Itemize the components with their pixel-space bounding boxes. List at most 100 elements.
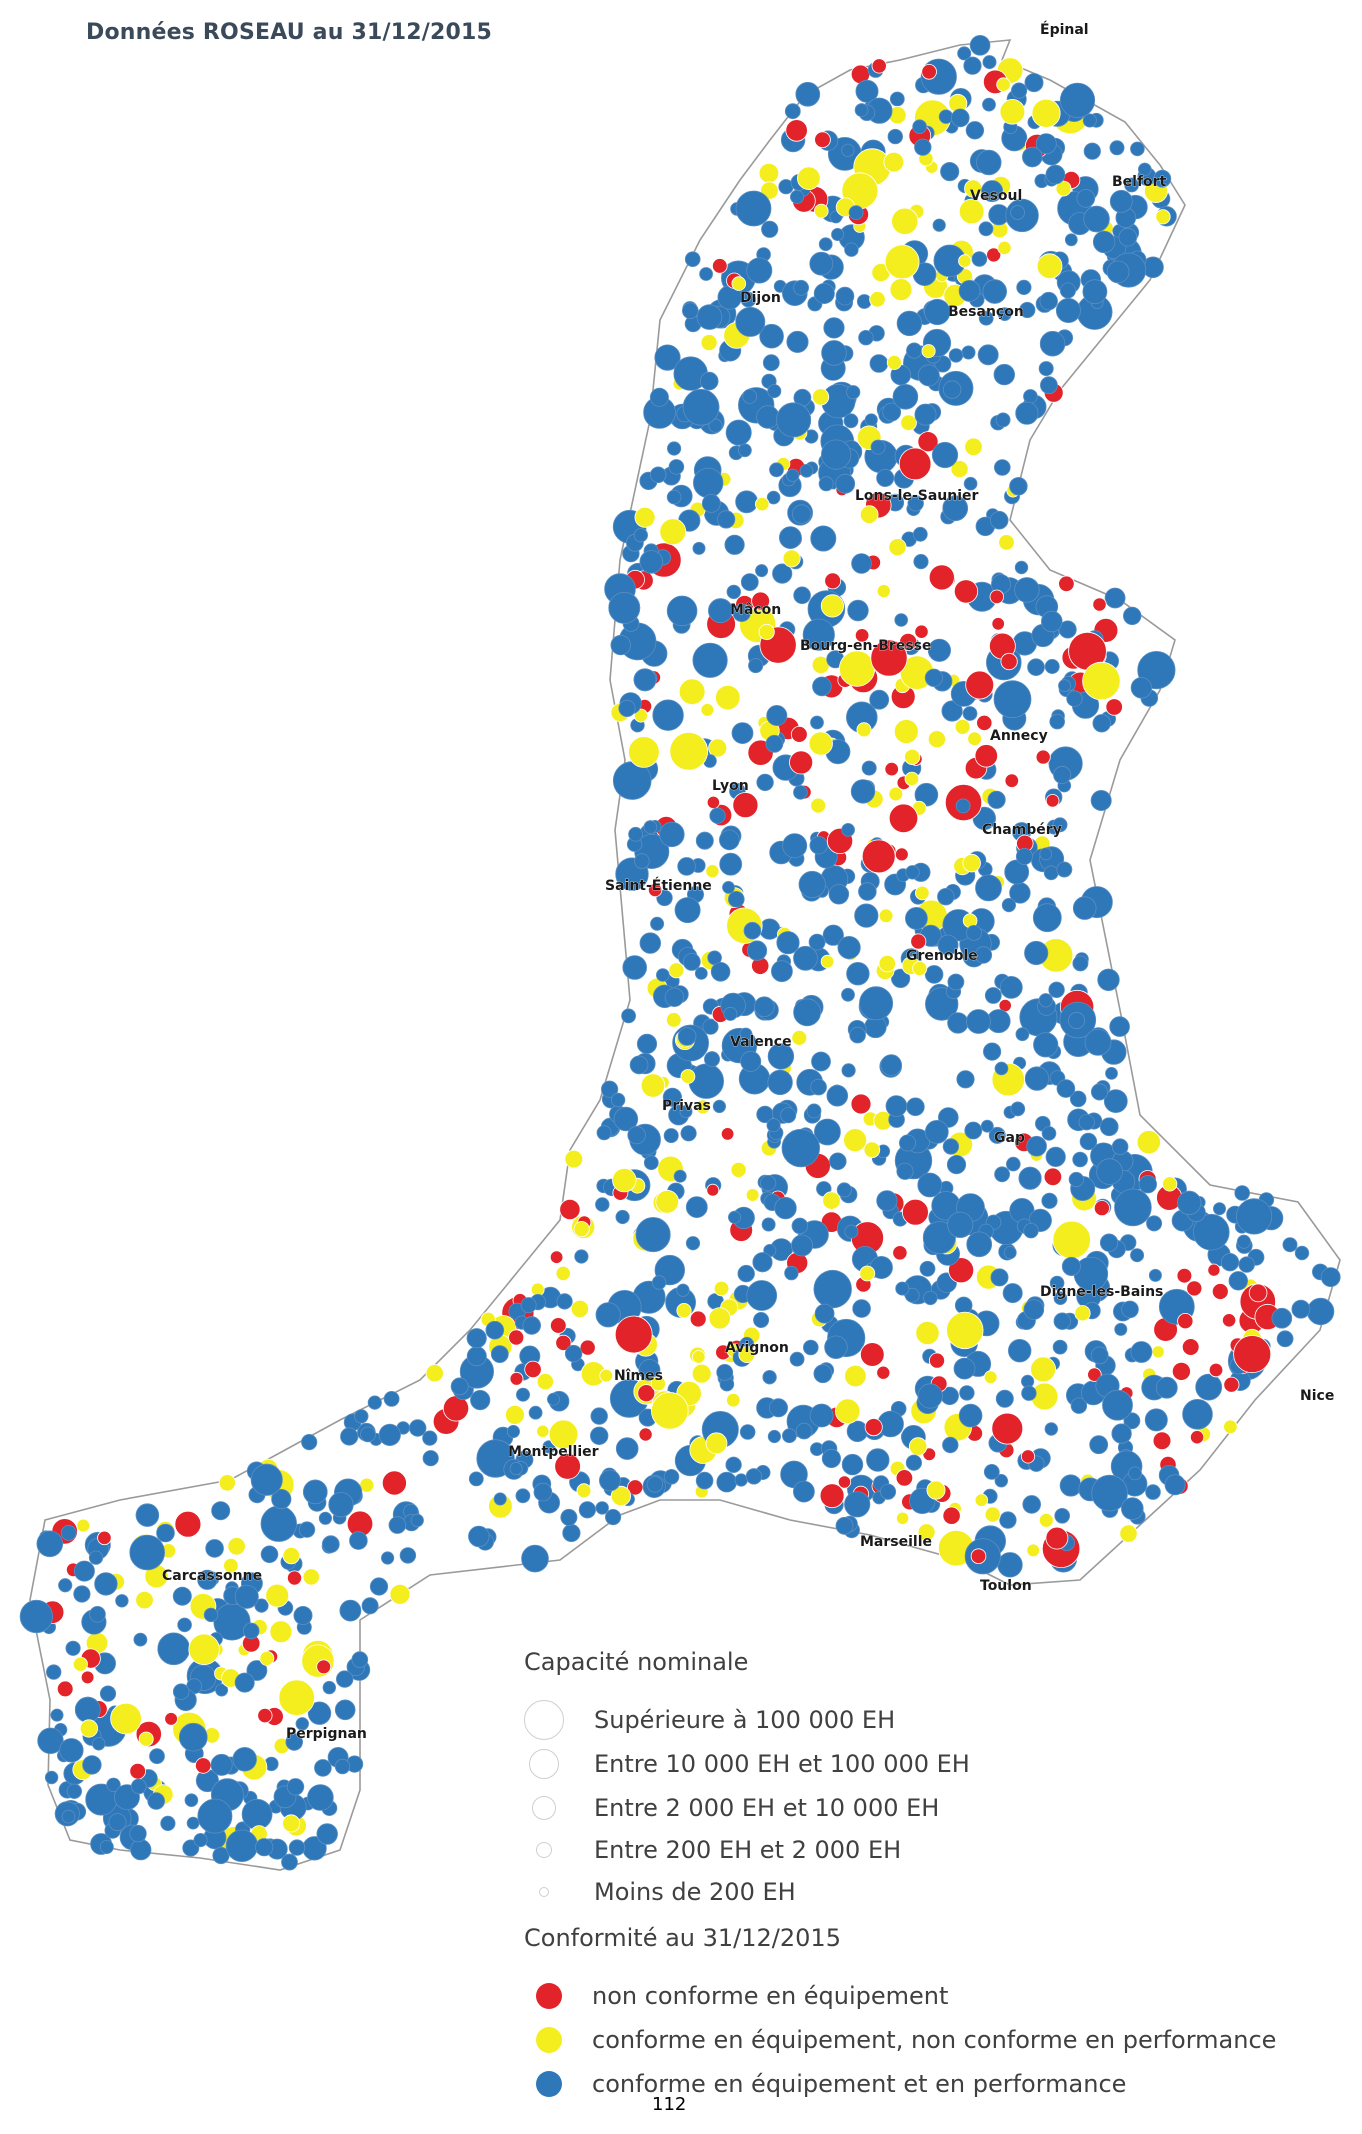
blue-dot-icon (536, 2071, 562, 2097)
plant-point (888, 538, 907, 557)
plant-point (1039, 291, 1058, 311)
plant-point (896, 310, 923, 337)
plant-point (996, 77, 1011, 92)
plant-point (912, 961, 928, 977)
plant-point (1058, 575, 1075, 593)
plant-point (271, 1489, 292, 1510)
plant-point (1003, 1246, 1017, 1260)
plant-point (60, 1525, 77, 1541)
city-label: Nice (1300, 1388, 1334, 1404)
plant-point (676, 1283, 690, 1297)
plant-point (696, 304, 723, 330)
plant-point (932, 218, 946, 232)
plant-point (286, 1778, 305, 1796)
plant-point (677, 857, 696, 876)
plant-point (282, 1814, 301, 1833)
plant-point (505, 1405, 525, 1425)
plant-point (322, 1680, 337, 1695)
plant-point (515, 1488, 531, 1504)
plant-point (61, 1809, 76, 1824)
plant-point (133, 1632, 148, 1647)
plant-point (1068, 1011, 1086, 1030)
plant-point (962, 853, 981, 873)
plant-point (782, 833, 808, 859)
plant-point (1248, 1283, 1268, 1303)
plant-point (1016, 279, 1032, 295)
plant-point (1122, 606, 1142, 626)
plant-point (82, 1755, 102, 1775)
plant-point (295, 1717, 309, 1731)
plant-point (905, 865, 920, 880)
plant-point (793, 998, 821, 1027)
plant-point (1015, 401, 1039, 425)
plant-point (662, 1087, 683, 1107)
plant-point (528, 1405, 543, 1420)
plant-point (1022, 146, 1043, 168)
plant-point (711, 258, 728, 274)
plant-point (880, 1483, 897, 1500)
plant-point (157, 1632, 191, 1666)
conformity-legend-label: conforme en équipement, non conforme en … (592, 2026, 1277, 2054)
plant-point (234, 1584, 259, 1609)
plant-point (1091, 1083, 1109, 1101)
plant-point (712, 1099, 727, 1114)
plant-point (809, 251, 834, 276)
plant-point (1089, 1435, 1109, 1455)
plant-point (880, 1054, 902, 1076)
plant-point (870, 639, 908, 677)
plant-point (942, 1506, 961, 1525)
plant-point (381, 1470, 407, 1496)
plant-point (1238, 1256, 1255, 1273)
plant-point (1096, 1158, 1123, 1185)
plant-point (549, 1317, 567, 1334)
plant-point (886, 354, 902, 370)
plant-point (651, 1275, 667, 1290)
plant-point (44, 1770, 59, 1785)
plant-point (1100, 1233, 1119, 1252)
plant-point (595, 1302, 621, 1328)
plant-point (890, 968, 911, 989)
plant-point (218, 1474, 236, 1492)
plant-point (927, 730, 946, 749)
plant-point (1114, 1188, 1152, 1227)
plant-point (705, 864, 720, 879)
city-label: Besançon (948, 304, 1024, 320)
plant-point (618, 699, 636, 718)
city-label: Lyon (712, 778, 749, 794)
plant-point (1079, 1132, 1098, 1151)
city-label: Mâcon (730, 602, 781, 618)
plant-point (898, 447, 932, 481)
plant-point (791, 1234, 813, 1257)
plant-point (318, 1511, 332, 1525)
plant-point (1053, 765, 1072, 784)
plant-point (734, 1473, 748, 1487)
city-label: Épinal (1040, 21, 1089, 38)
plant-point (610, 634, 631, 656)
plant-point (735, 190, 772, 227)
plant-point (1045, 793, 1060, 808)
plant-point (360, 1426, 376, 1443)
plant-point (1223, 1419, 1238, 1435)
plant-point (892, 383, 919, 410)
plant-point (937, 934, 959, 956)
plant-point (758, 918, 781, 940)
plant-point (1091, 1474, 1128, 1512)
plant-point (1233, 1335, 1272, 1374)
plant-point (814, 131, 831, 149)
plant-point (871, 58, 887, 74)
plant-point (259, 1651, 275, 1666)
plant-point (555, 1265, 571, 1282)
conformity-legend-title: Conformité au 31/12/2015 (524, 1924, 841, 1952)
plant-point (1082, 113, 1097, 128)
plant-point (50, 1708, 64, 1722)
plant-point (1152, 1431, 1172, 1450)
plant-point (282, 1546, 301, 1565)
plant-point (758, 162, 780, 184)
plant-point (997, 240, 1012, 255)
plant-point (1106, 260, 1130, 284)
plant-point (740, 1050, 762, 1072)
plant-point (674, 897, 701, 924)
plant-point (255, 1838, 274, 1857)
city-label: Vesoul (970, 188, 1022, 204)
plant-point (756, 773, 774, 792)
